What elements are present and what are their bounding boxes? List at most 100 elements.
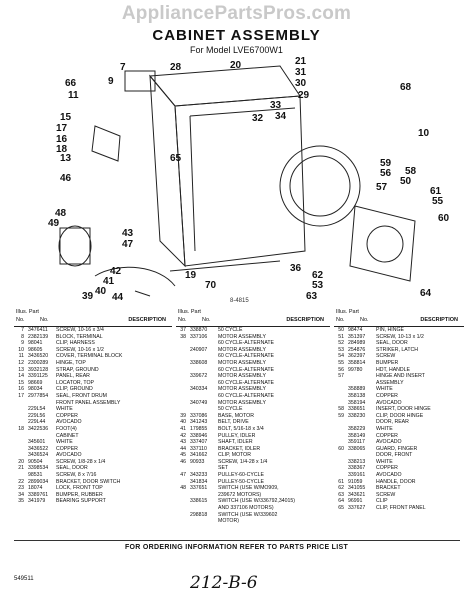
row-part-no: 337651 <box>190 485 208 492</box>
row-description: BOLT, 5/16-18 x 3/4 <box>218 425 264 432</box>
row-description: 50 CYCLE <box>218 327 243 333</box>
row-illus-no: 15 <box>18 379 24 386</box>
row-illus-no: 22 <box>18 478 24 485</box>
table-row: 338608 MOTOR ASSEMBLY <box>176 360 330 367</box>
row-description: HDT, HANDLE <box>376 366 411 373</box>
table-row: DOOR, REAR <box>334 419 464 426</box>
callout-28: 28 <box>170 62 182 73</box>
callout-66: 66 <box>65 78 77 89</box>
row-part-no: 3398534 <box>28 465 49 472</box>
callout-68: 68 <box>400 82 412 93</box>
row-description: DOOR, REAR <box>376 419 409 426</box>
row-description: COPPER <box>56 412 78 419</box>
callout-64: 64 <box>420 288 432 299</box>
row-illus-no: 7 <box>21 327 24 333</box>
row-part-no: 358229 <box>348 425 366 432</box>
row-illus-no: 53 <box>338 346 344 353</box>
row-part-no: 338213 <box>348 458 366 465</box>
row-description: SET <box>218 465 229 472</box>
row-illus-no: 48 <box>180 485 186 492</box>
row-description: FRONT PANEL ASSEMBLY <box>56 399 121 406</box>
table-row: 60 CYCLE-ALTERNATE <box>176 353 330 360</box>
page-code: 549511 <box>14 576 34 582</box>
row-description: HANDLE, DOOR <box>376 478 416 485</box>
row-description: BASE, MOTOR <box>218 412 254 419</box>
row-part-no: 358138 <box>348 392 366 399</box>
row-part-no: 338608 <box>190 359 208 366</box>
row-description: PULLEY, IDLER <box>218 432 256 439</box>
row-description: INSERT, DOOR HINGE <box>376 406 431 413</box>
row-description: 60 CYCLE-ALTERNATE <box>218 366 275 373</box>
row-description: BEARING SUPPORT <box>56 498 106 505</box>
row-description: MOTOR ASSEMBLY <box>218 333 266 340</box>
row-illus-no: 8 <box>21 333 24 340</box>
table-row: 50 CYCLE <box>176 406 330 413</box>
row-part-no: 351397 <box>348 333 366 340</box>
callout-47: 47 <box>122 239 134 250</box>
row-part-no: 98531 <box>28 472 43 479</box>
header-part-no: No. <box>360 317 369 323</box>
table-row: 358889 WHITE <box>334 386 464 393</box>
row-part-no: 341662 <box>190 452 208 459</box>
callout-41: 41 <box>103 276 115 287</box>
header-illus-part: Illus. Part <box>178 309 201 315</box>
row-description: WHITE <box>376 386 393 393</box>
row-part-no: 3476411 <box>28 327 48 333</box>
header-illus-part: Illus. Part <box>336 309 359 315</box>
row-part-no: 338651 <box>348 406 366 413</box>
row-description: BELT, DRIVE <box>218 419 249 426</box>
row-part-no: 98041 <box>28 340 43 347</box>
row-description: CLIP, MOTOR <box>218 452 251 459</box>
callout-44: 44 <box>112 292 124 303</box>
row-description: MOTOR ASSEMBLY <box>218 359 266 366</box>
row-part-no: 179855 <box>190 425 208 432</box>
row-part-no: 341243 <box>190 419 208 426</box>
row-description: 60 CYCLE-ALTERNATE <box>218 353 275 360</box>
row-part-no: 3436524 <box>28 452 49 459</box>
row-part-no: 2300289 <box>28 359 49 366</box>
row-part-no: 358889 <box>348 386 366 393</box>
row-part-no: 3422536 <box>28 425 49 432</box>
row-part-no: 98474 <box>348 327 363 333</box>
callout-36: 36 <box>290 263 302 274</box>
table-row: 239672 MOTORS) <box>176 492 330 499</box>
row-part-no: 2382139 <box>28 333 49 340</box>
row-description: WHITE <box>56 439 73 446</box>
table-row: 345601 WHITE <box>14 439 172 446</box>
row-description: GUARD, FINGER <box>376 445 418 452</box>
row-illus-no: 39 <box>180 412 186 419</box>
row-part-no: 90933 <box>190 458 205 465</box>
row-description: BRACKET <box>376 485 401 492</box>
callout-11: 11 <box>68 90 79 101</box>
row-description: SCREW, 10-16 x 1/2 <box>56 346 104 353</box>
cabinet-drawing <box>58 65 416 297</box>
row-part-no: 358814 <box>348 359 366 366</box>
row-description: HINGE AND INSERT <box>376 373 425 380</box>
header-no: No. <box>178 317 187 323</box>
row-illus-no: 59 <box>338 412 344 419</box>
callout-55: 55 <box>432 196 444 207</box>
callout-10: 10 <box>418 128 430 139</box>
row-part-no: 229L44 <box>28 419 46 426</box>
row-part-no: 345601 <box>28 439 46 446</box>
row-part-no: 96991 <box>348 498 363 505</box>
row-illus-no: 46 <box>180 458 186 465</box>
row-illus-no: 14 <box>18 373 24 380</box>
callout-59: 59 <box>380 158 392 169</box>
table-row: 60 CYCLE-ALTERNATE <box>176 393 330 400</box>
row-part-no: 3932128 <box>28 366 49 373</box>
